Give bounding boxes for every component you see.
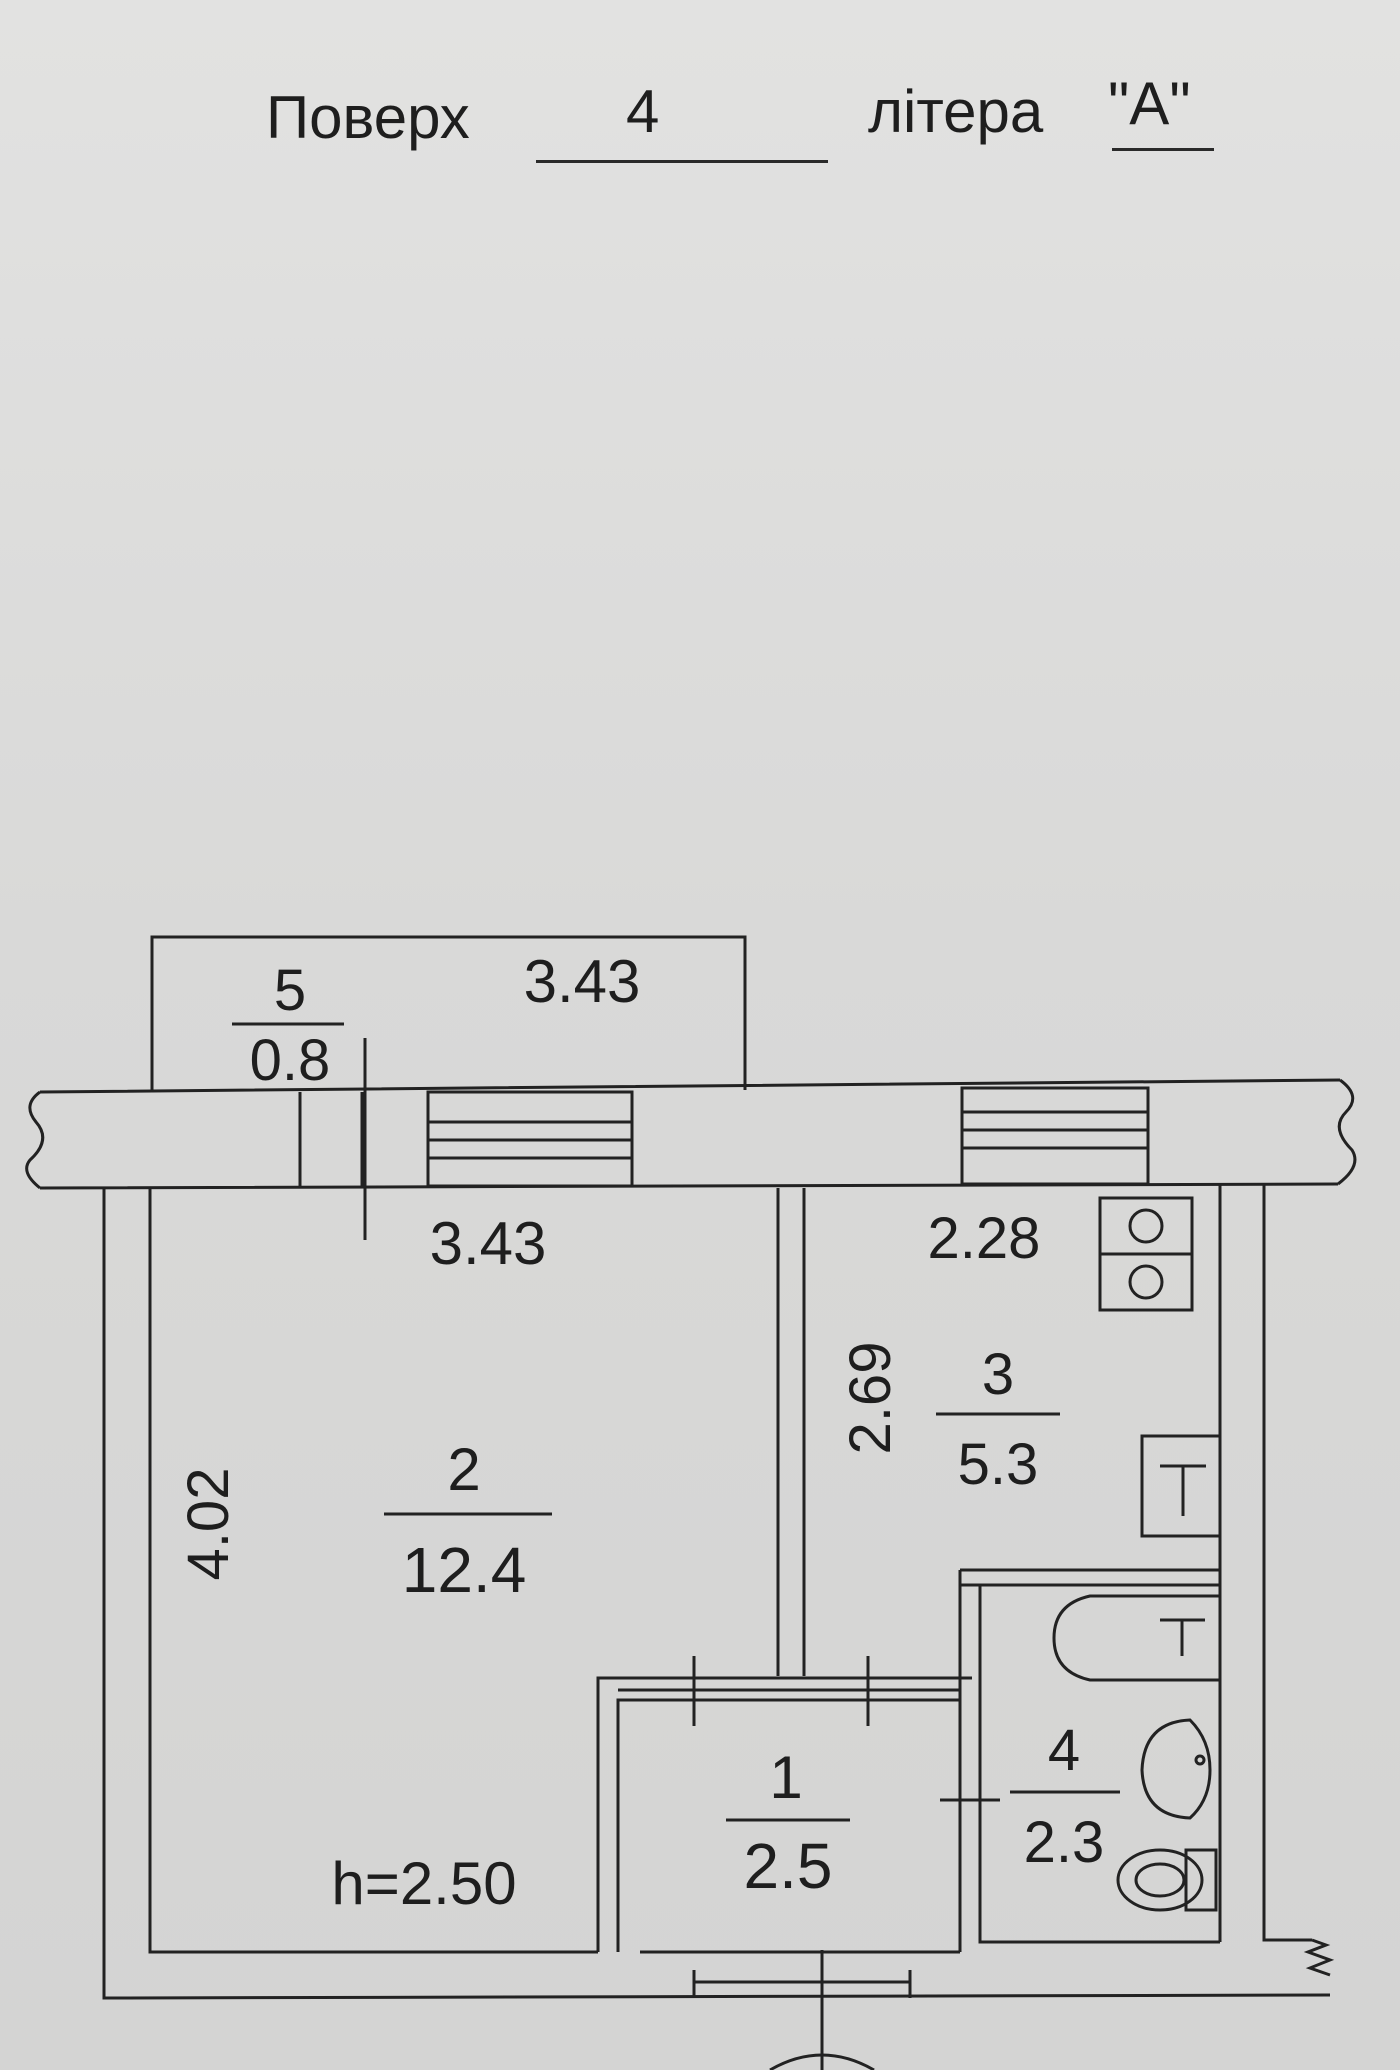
ceiling-height: h=2.50 — [331, 1850, 516, 1917]
washbasin-icon — [1140, 1718, 1212, 1820]
room2-depth-dim: 4.02 — [176, 1468, 241, 1581]
wall-break-bottom — [1303, 1938, 1335, 1977]
room5-area: 0.8 — [250, 1028, 331, 1093]
letter-label: літера — [868, 78, 1044, 145]
room2-width-dim: 3.43 — [430, 1210, 547, 1277]
hallway-wall-inner — [616, 1698, 960, 1952]
exterior-wall — [39, 1078, 1341, 1190]
room4-area: 2.3 — [1024, 1810, 1105, 1875]
window-room3 — [960, 1086, 1150, 1186]
floor-value: 4 — [626, 78, 660, 145]
outer-wall-right — [1262, 1184, 1312, 1942]
room2-area: 12.4 — [402, 1534, 527, 1606]
stove-icon — [1098, 1196, 1194, 1312]
letter-value: "A" — [1108, 70, 1191, 137]
room3-width-dim: 2.28 — [928, 1206, 1041, 1271]
bathtub-icon — [1052, 1594, 1220, 1682]
room1-area: 2.5 — [744, 1830, 833, 1902]
room3-number: 3 — [982, 1342, 1014, 1407]
toilet-icon — [1116, 1848, 1218, 1912]
inner-wall-left — [148, 1188, 598, 1954]
balcony-length-dim: 3.43 — [524, 948, 641, 1015]
entrance-door — [692, 1970, 912, 1998]
hallway-wall — [596, 1676, 972, 1952]
sink-icon — [1140, 1434, 1222, 1538]
balcony-outline — [150, 935, 747, 1092]
entrance-arc — [769, 2053, 875, 2070]
room3-area: 5.3 — [958, 1432, 1039, 1497]
outer-wall-left — [102, 1188, 1331, 2000]
floor-label: Поверх — [266, 84, 470, 151]
floor-underline — [536, 160, 828, 163]
bathroom-wall — [958, 1568, 1220, 1700]
room1-number: 1 — [769, 1744, 802, 1811]
room2-number: 2 — [447, 1436, 480, 1503]
letter-underline — [1112, 148, 1214, 151]
wall-break-right — [1337, 1078, 1357, 1186]
bathroom-wall-inner — [978, 1585, 1220, 1944]
room5-number: 5 — [274, 958, 306, 1023]
room3-depth-dim: 2.69 — [838, 1342, 903, 1455]
room4-number: 4 — [1048, 1718, 1080, 1783]
wall-break-left — [25, 1090, 45, 1190]
